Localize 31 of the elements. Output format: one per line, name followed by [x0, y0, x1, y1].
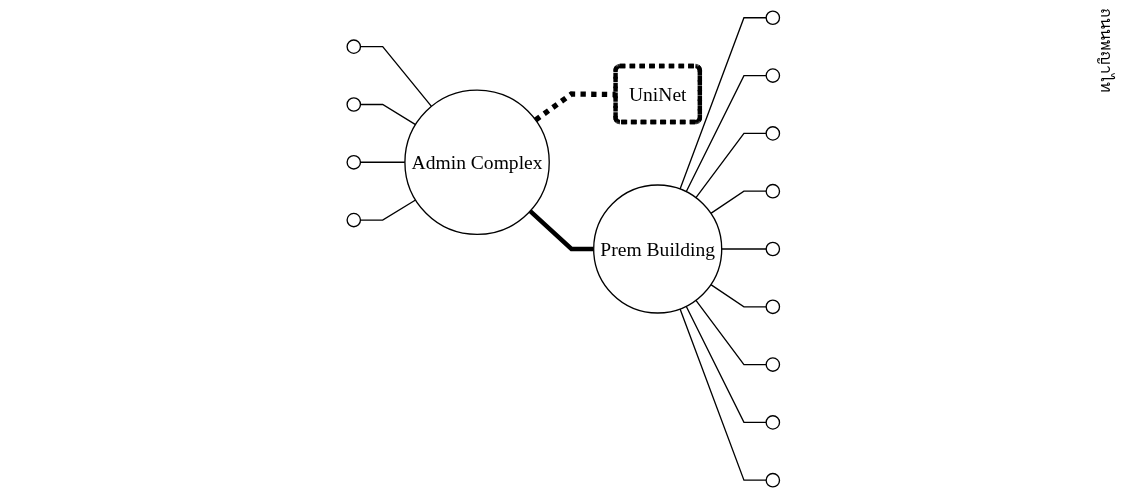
connector: [710, 190, 768, 215]
connector: [685, 74, 768, 193]
connector: [359, 46, 433, 108]
node-circle: [765, 68, 781, 83]
connector: [679, 308, 768, 481]
node-circle: [765, 126, 781, 141]
connector: [721, 248, 768, 250]
road-name-label: ถนนพญาไท: [1096, 8, 1116, 93]
node-circle: [765, 472, 781, 488]
node-circle: [346, 39, 362, 54]
node-circle: [765, 10, 781, 26]
connector: [359, 103, 417, 126]
node-circle: [346, 97, 362, 112]
connector: [359, 199, 417, 221]
connector: [679, 17, 768, 190]
node-circle: [346, 154, 362, 170]
connector: [685, 305, 768, 424]
connector: [695, 132, 768, 199]
node-circle: [765, 357, 781, 372]
connector: [359, 161, 406, 163]
connector: [534, 91, 617, 123]
connector: [695, 299, 768, 366]
connector: [710, 283, 768, 308]
node-circle: Prem Building: [593, 184, 723, 314]
node-circle: Admin Complex: [404, 89, 551, 236]
connector: [528, 209, 594, 252]
node-circle: [346, 212, 362, 228]
node-circle: [765, 299, 781, 315]
node-circle: [765, 241, 781, 257]
node-circle: [765, 415, 781, 430]
node-circle: [765, 183, 781, 199]
